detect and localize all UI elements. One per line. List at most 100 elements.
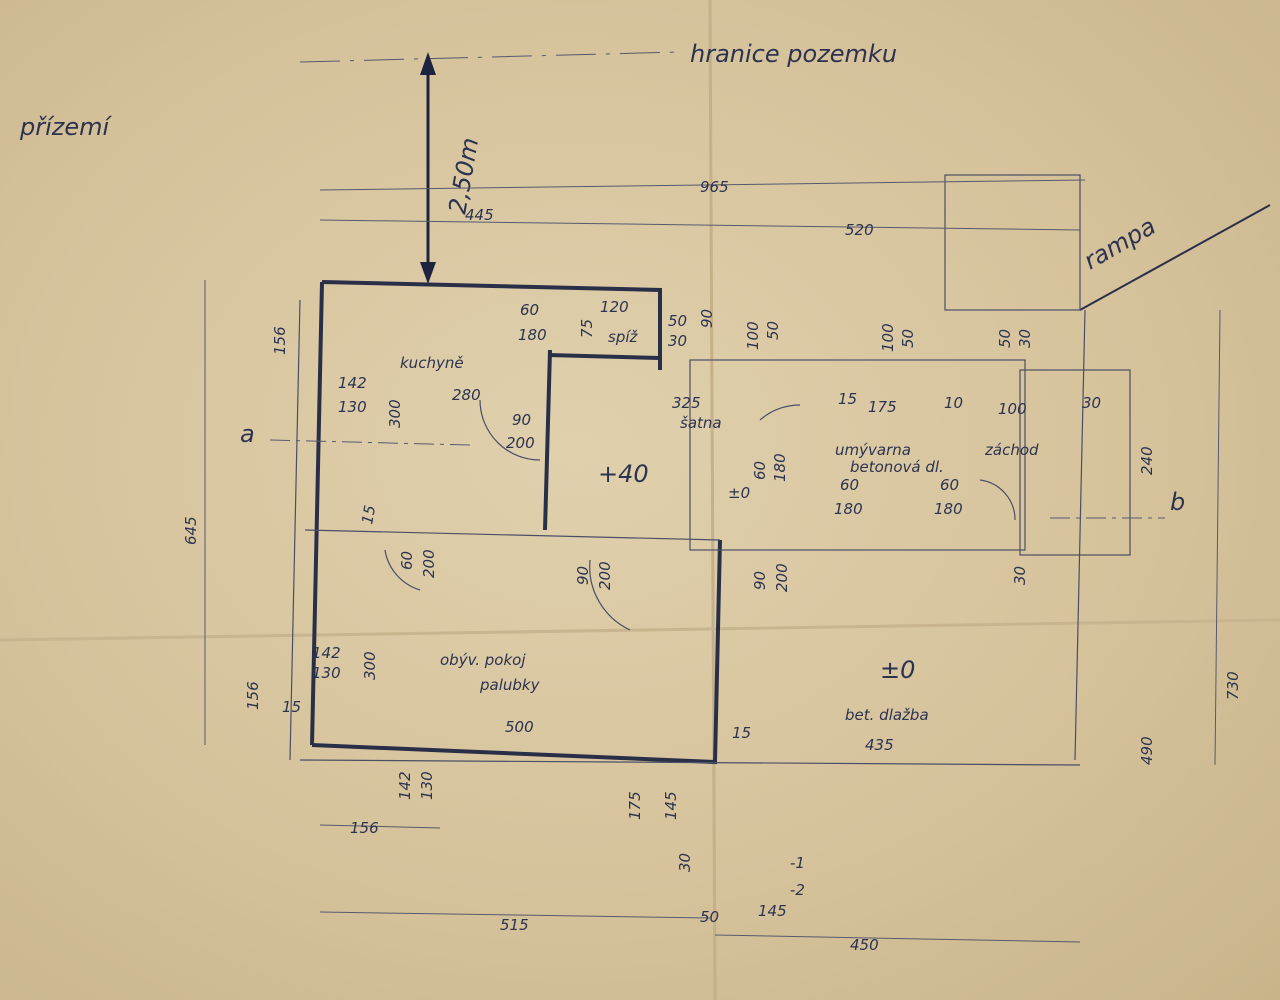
dim-156a: 156 bbox=[271, 326, 289, 355]
section-a-line bbox=[269, 439, 471, 446]
dim-50c: 50 bbox=[899, 329, 917, 348]
east-outline bbox=[1074, 309, 1086, 761]
dim-520: 520 bbox=[845, 221, 874, 239]
dim-145b: 145 bbox=[758, 902, 787, 920]
dim-142b: 142 bbox=[312, 644, 341, 662]
south-wall bbox=[311, 539, 722, 765]
ramp-line bbox=[1079, 204, 1271, 311]
dim-50b: 50 bbox=[764, 321, 782, 340]
dim-180d: 180 bbox=[934, 500, 963, 518]
level-hall: +40 bbox=[598, 460, 649, 488]
living-floor: palubky bbox=[479, 676, 541, 694]
door-arc bbox=[479, 399, 541, 461]
level-step1: -1 bbox=[790, 854, 805, 872]
dim-line-515 bbox=[319, 911, 711, 919]
dim-200c: 200 bbox=[596, 561, 614, 590]
floor-title: přízemí bbox=[19, 113, 113, 141]
hall-bath-block bbox=[689, 359, 1026, 551]
dim-300a: 300 bbox=[386, 399, 404, 428]
dim-730: 730 bbox=[1224, 671, 1242, 700]
level-step2: -2 bbox=[790, 881, 805, 899]
dim-90d: 90 bbox=[751, 571, 769, 590]
dim-300b: 300 bbox=[361, 651, 379, 680]
dim-50a: 50 bbox=[668, 312, 687, 330]
kitchen-wall bbox=[543, 349, 552, 531]
door-arc bbox=[759, 404, 801, 421]
dim-30a: 30 bbox=[668, 332, 687, 350]
dim-15d: 15 bbox=[732, 724, 751, 742]
room-wc: záchod bbox=[984, 441, 1039, 459]
dim-175a: 175 bbox=[868, 398, 897, 416]
dim-130a: 130 bbox=[338, 398, 367, 416]
dim-280: 280 bbox=[452, 386, 481, 404]
ramp-outline bbox=[944, 174, 1081, 311]
dim-90c: 90 bbox=[574, 566, 592, 585]
west-wall bbox=[310, 281, 324, 746]
dim-60b: 60 bbox=[751, 461, 769, 480]
dim-90a: 90 bbox=[698, 309, 716, 328]
room-kitchen: kuchyně bbox=[400, 354, 464, 372]
setback-label: 2,50m bbox=[443, 136, 484, 217]
dim-100b: 100 bbox=[879, 323, 897, 352]
dim-60c: 60 bbox=[840, 476, 859, 494]
ramp-label: rampa bbox=[1079, 212, 1160, 275]
dim-15c: 15 bbox=[282, 698, 301, 716]
dim-30c: 30 bbox=[1082, 394, 1101, 412]
dim-30b: 30 bbox=[1016, 329, 1034, 348]
mid-wall bbox=[304, 529, 721, 541]
dim-line-730 bbox=[1214, 309, 1221, 766]
dim-240: 240 bbox=[1138, 446, 1156, 475]
arrow-down-icon bbox=[420, 262, 436, 284]
dim-142c: 142 bbox=[396, 771, 414, 800]
door-arc bbox=[384, 549, 421, 591]
south-outline bbox=[299, 759, 1081, 766]
dim-145a: 145 bbox=[662, 791, 680, 820]
dim-175b: 175 bbox=[626, 791, 644, 820]
dim-line-965 bbox=[319, 179, 1086, 191]
section-a-label: a bbox=[240, 420, 255, 448]
dim-490: 490 bbox=[1138, 736, 1156, 765]
wc-block bbox=[1019, 369, 1131, 556]
door-arc bbox=[589, 559, 631, 631]
paper-fold bbox=[708, 0, 717, 1000]
dim-130c: 130 bbox=[418, 771, 436, 800]
dim-line-450 bbox=[714, 934, 1081, 943]
dim-180c: 180 bbox=[834, 500, 863, 518]
dim-50e: 50 bbox=[700, 908, 719, 926]
room-living: obýv. pokoj bbox=[440, 651, 526, 669]
dim-30e: 30 bbox=[676, 853, 694, 872]
level-terrace: ±0 bbox=[880, 656, 915, 684]
room-hall: šatna bbox=[680, 414, 722, 432]
pantry-wall bbox=[547, 353, 661, 360]
dim-60e: 60 bbox=[398, 551, 416, 570]
dim-965: 965 bbox=[700, 178, 729, 196]
dim-100c: 100 bbox=[998, 400, 1027, 418]
dim-500: 500 bbox=[505, 718, 534, 736]
dim-10: 10 bbox=[944, 394, 963, 412]
dim-200d: 200 bbox=[773, 563, 791, 592]
dim-435: 435 bbox=[865, 736, 894, 754]
dim-515: 515 bbox=[500, 916, 529, 934]
section-b-label: b bbox=[1170, 488, 1185, 516]
door-arc bbox=[979, 479, 1016, 521]
plot-boundary-line bbox=[299, 51, 681, 63]
dim-450: 450 bbox=[850, 936, 879, 954]
dim-60d: 60 bbox=[940, 476, 959, 494]
dim-100a: 100 bbox=[744, 321, 762, 350]
west-outline bbox=[289, 299, 301, 761]
dim-156c: 156 bbox=[350, 819, 379, 837]
plot-boundary-label: hranice pozemku bbox=[690, 40, 897, 68]
dim-156b: 156 bbox=[244, 681, 262, 710]
dim-325: 325 bbox=[672, 394, 701, 412]
dim-180b: 180 bbox=[771, 453, 789, 482]
bath-floor: betonová dl. bbox=[850, 458, 944, 476]
dim-15a: 15 bbox=[838, 390, 857, 408]
dim-180a: 180 bbox=[518, 326, 547, 344]
paper-fold bbox=[0, 618, 1280, 642]
room-pantry: spíž bbox=[608, 328, 639, 346]
room-bath: umývarna bbox=[835, 441, 911, 459]
dim-60a: 60 bbox=[520, 301, 539, 319]
dim-15b: 15 bbox=[358, 504, 379, 526]
